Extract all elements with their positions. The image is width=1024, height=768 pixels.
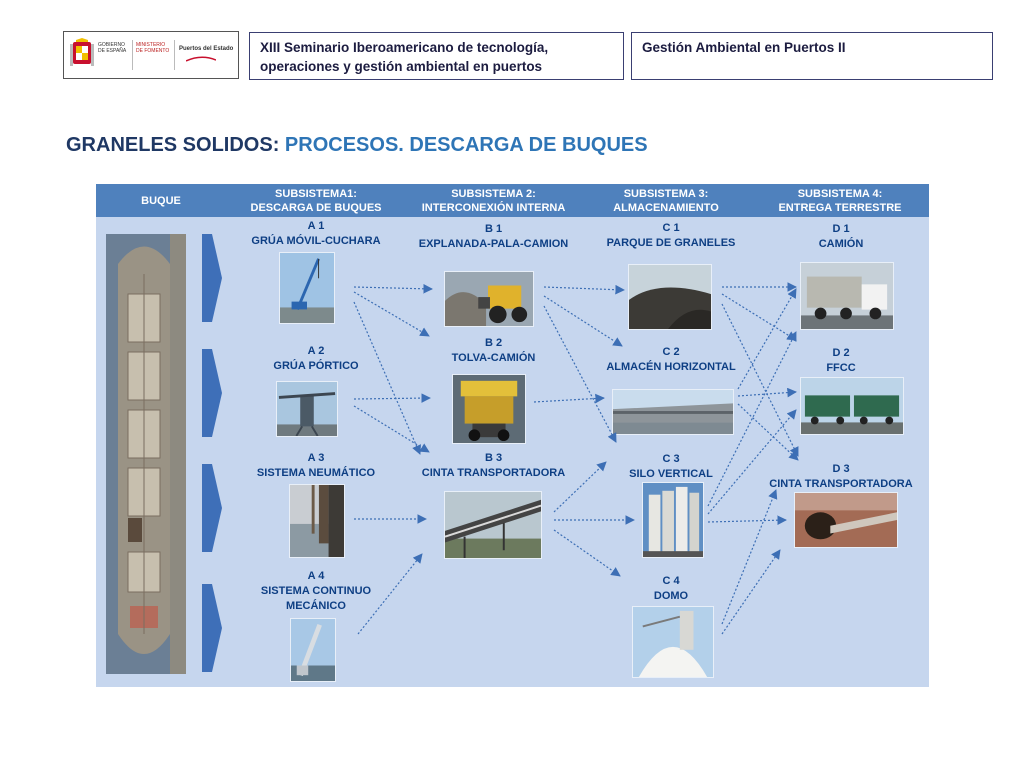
node-c2-name: ALMACÉN HORIZONTAL <box>606 361 736 373</box>
node-c1-code: C 1 <box>662 222 680 234</box>
node-c4-label: C 4 DOMO <box>586 574 756 604</box>
node-a1-label: A 1 GRÚA MÓVIL-CUCHARA <box>236 219 396 249</box>
flow-arrow <box>353 393 431 403</box>
railway-wagon-photo <box>800 377 904 435</box>
node-d2-code: D 2 <box>832 347 850 359</box>
node-b1-label: B 1 EXPLANADA-PALA-CAMION <box>401 222 586 252</box>
node-d1-code: D 1 <box>832 223 850 235</box>
column-header-subsistema-1: SUBSISTEMA1: DESCARGA DE BUQUES <box>250 187 382 214</box>
node-a1-name: GRÚA MÓVIL-CUCHARA <box>251 235 381 247</box>
coat-of-arms-icon <box>70 38 94 66</box>
hopper-truck-photo <box>452 374 526 444</box>
continuous-mechanical-unloader-photo <box>290 618 336 682</box>
node-c3-name: SILO VERTICAL <box>629 468 713 480</box>
node-a3-name: SISTEMA NEUMÁTICO <box>256 467 376 479</box>
node-a3-label: A 3 SISTEMA NEUMÁTICO <box>236 451 396 481</box>
flow-arrow <box>553 529 621 577</box>
conveyor-belt-photo-b3 <box>444 491 542 559</box>
node-c4-code: C 4 <box>662 575 680 587</box>
dome-storage-photo <box>632 606 714 678</box>
node-a1-code: A 1 <box>307 220 325 232</box>
node-b2-label: B 2 TOLVA-CAMIÓN <box>401 336 586 366</box>
process-diagram: BUQUE SUBSISTEMA1: DESCARGA DE BUQUES SU… <box>96 184 929 687</box>
seminar-title-box: XIII Seminario Iberoamericano de tecnolo… <box>249 32 624 80</box>
node-b1-code: B 1 <box>484 223 503 235</box>
node-c3-label: C 3 SILO VERTICAL <box>586 452 756 482</box>
node-a3-code: A 3 <box>307 452 325 464</box>
node-a4-label: A 4 SISTEMA CONTINUO MECÁNICO <box>236 569 396 614</box>
column-header-subsistema-2: SUBSISTEMA 2: INTERCONEXIÓN INTERNA <box>421 187 566 214</box>
node-a2-label: A 2 GRÚA PÓRTICO <box>236 344 396 374</box>
node-b2-name: TOLVA-CAMIÓN <box>451 352 536 364</box>
node-b1-name: EXPLANADA-PALA-CAMION <box>418 238 569 250</box>
truck-photo <box>800 262 894 330</box>
mobile-grab-crane-photo <box>279 252 335 324</box>
slide-title-rest: PROCESOS. DESCARGA DE BUQUES <box>284 134 648 156</box>
node-c2-code: C 2 <box>662 346 680 358</box>
node-d3-name: CINTA TRANSPORTADORA <box>769 478 913 490</box>
node-d3-label: D 3 CINTA TRANSPORTADORA <box>756 462 926 492</box>
node-d3-code: D 3 <box>832 463 850 475</box>
horizontal-warehouse-photo <box>612 389 734 435</box>
node-b3-label: B 3 CINTA TRANSPORTADORA <box>401 451 586 481</box>
flow-arrow <box>737 387 797 398</box>
course-title: Gestión Ambiental en Puertos II <box>642 40 846 55</box>
bulk-storage-yard-photo <box>628 264 712 330</box>
conveyor-belt-photo-d3 <box>794 492 898 548</box>
flow-arrow <box>353 405 430 453</box>
flow-arrow <box>543 284 625 295</box>
vertical-silo-photo <box>642 482 704 558</box>
slide-title: GRANELES SOLIDOS: PROCESOS. DESCARGA DE … <box>66 134 648 157</box>
node-c2-label: C 2 ALMACÉN HORIZONTAL <box>586 345 756 375</box>
course-title-box: Gestión Ambiental en Puertos II <box>631 32 993 80</box>
portal-crane-photo <box>276 381 338 437</box>
node-a4-name: SISTEMA CONTINUO MECÁNICO <box>260 585 372 612</box>
flow-chevron-icon <box>202 584 222 672</box>
node-d2-name: FFCC <box>826 362 856 374</box>
flow-arrow <box>533 393 605 404</box>
pneumatic-system-photo <box>289 484 345 558</box>
flow-arrow <box>353 291 430 337</box>
puertos-del-estado-text: Puertos del Estado <box>179 46 234 52</box>
diagram-header-bar: BUQUE SUBSISTEMA1: DESCARGA DE BUQUES SU… <box>96 184 929 217</box>
column-header-subsistema-4: SUBSISTEMA 4: ENTREGA TERRESTRE <box>778 187 902 214</box>
wheel-loader-photo <box>444 271 534 327</box>
node-c1-label: C 1 PARQUE DE GRANELES <box>586 221 756 251</box>
node-d2-label: D 2 FFCC <box>756 346 926 376</box>
slide-title-prefix: GRANELES SOLIDOS: <box>66 134 280 156</box>
flow-arrow <box>707 515 787 526</box>
flow-arrow <box>721 293 797 341</box>
node-d1-name: CAMIÓN <box>818 238 864 250</box>
flow-chevron-icon <box>202 234 222 322</box>
node-a4-code: A 4 <box>307 570 325 582</box>
node-b2-code: B 2 <box>484 337 503 349</box>
node-c4-name: DOMO <box>653 590 689 602</box>
seminar-title-line2: operaciones y gestión ambiental en puert… <box>260 59 543 74</box>
node-b3-name: CINTA TRANSPORTADORA <box>421 467 566 479</box>
column-header-subsistema-3: SUBSISTEMA 3: ALMACENAMIENTO <box>613 187 719 214</box>
column-header-buque: BUQUE <box>141 194 181 207</box>
gobierno-puertos-logo: GOBIERNO DE ESPAÑA MINISTERIO DE FOMENTO… <box>63 31 239 79</box>
seminar-title-line1: XIII Seminario Iberoamericano de tecnolo… <box>260 40 549 55</box>
node-c1-name: PARQUE DE GRANELES <box>606 237 736 249</box>
ministerio-text: MINISTERIO DE FOMENTO <box>136 42 170 54</box>
flow-chevron-icon <box>202 349 222 437</box>
node-d1-label: D 1 CAMIÓN <box>756 222 926 252</box>
ship-top-view-photo <box>106 234 186 674</box>
swoosh-icon <box>186 56 216 62</box>
node-a2-code: A 2 <box>307 345 325 357</box>
flow-arrow <box>353 283 433 294</box>
flow-chevron-icon <box>202 464 222 552</box>
node-a2-name: GRÚA PÓRTICO <box>273 360 359 372</box>
flow-arrow <box>353 301 421 455</box>
gobierno-text: GOBIERNO DE ESPAÑA <box>98 42 127 54</box>
node-c3-code: C 3 <box>662 453 680 465</box>
node-b3-code: B 3 <box>484 452 503 464</box>
